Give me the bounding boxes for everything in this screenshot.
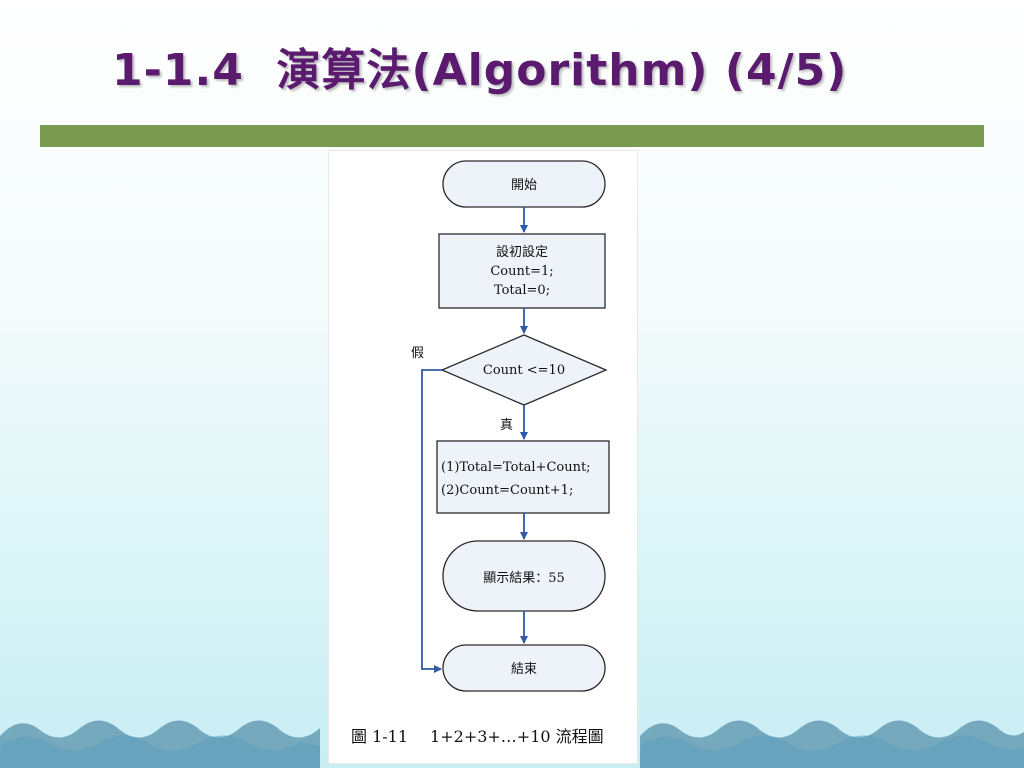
condition-node: Count <=10 (440, 334, 608, 406)
init-node: 設初設定 Count=1; Total=0; (438, 233, 606, 309)
title-underline-bar (40, 125, 984, 147)
flowchart-diagram: 開始 設初設定 Count=1; Total=0; Count <=10 假 真… (411, 160, 610, 692)
start-label: 開始 (511, 178, 537, 193)
caption-figure-number: 圖 1-11 (351, 727, 409, 746)
process-line1: (1)Total=Total+Count; (441, 460, 591, 475)
arrow-false-path (421, 369, 442, 673)
title-latin: (Algorithm) (4/5) (411, 45, 848, 96)
process-line2: (2)Count=Count+1; (441, 483, 573, 498)
true-label: 真 (500, 418, 513, 433)
title-cjk: 演算法 (276, 45, 412, 96)
condition-label: Count <=10 (483, 363, 565, 378)
figure-caption: 圖 1-11 1+2+3+…+10 流程圖 (351, 723, 626, 747)
start-node: 開始 (442, 160, 606, 208)
end-node: 結束 (442, 644, 606, 692)
figure-panel: 開始 設初設定 Count=1; Total=0; Count <=10 假 真… (328, 150, 638, 764)
end-label: 結束 (511, 662, 537, 677)
output-node: 顯示結果：55 (442, 540, 606, 612)
init-line1: Count=1; (490, 264, 553, 279)
process-node: (1)Total=Total+Count; (2)Count=Count+1; (436, 440, 610, 514)
false-label: 假 (411, 346, 424, 361)
slide-title: 1-1.4 演算法(Algorithm) (4/5) (112, 34, 847, 98)
init-title: 設初設定 (496, 244, 548, 260)
output-label: 顯示結果：55 (483, 571, 565, 586)
title-number: 1-1.4 (112, 45, 244, 96)
wave-decoration (0, 720, 1024, 768)
caption-text: 1+2+3+…+10 流程圖 (430, 727, 604, 746)
init-line2: Total=0; (494, 283, 550, 298)
